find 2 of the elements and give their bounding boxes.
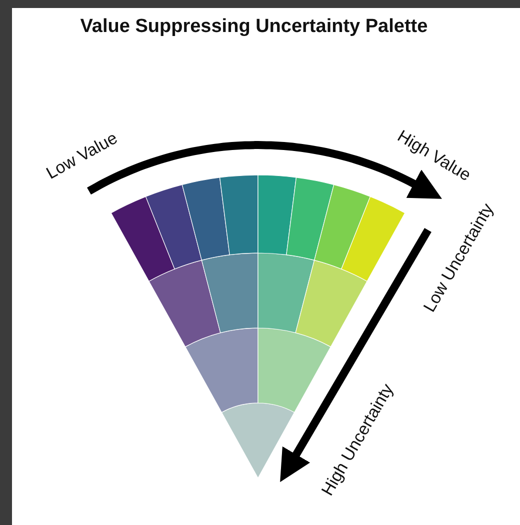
- title: Value Suppressing Uncertainty Palette: [79, 15, 429, 39]
- axis-label: Low Value: [43, 128, 122, 184]
